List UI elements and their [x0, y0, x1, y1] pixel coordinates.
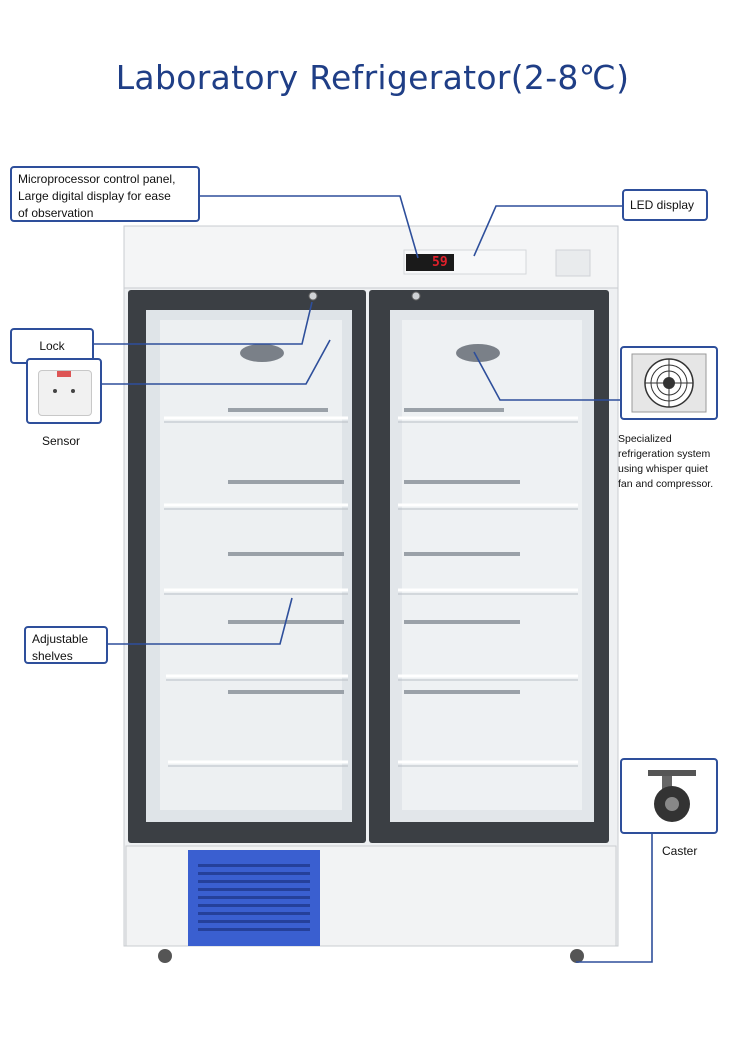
shelves-line: shelves: [32, 649, 73, 663]
lock-left: [308, 291, 318, 301]
fan-line: Specialized: [618, 433, 672, 445]
fan-thumbnail: [620, 346, 718, 420]
page-title: Laboratory Refrigerator(2-8℃): [115, 58, 630, 97]
led-display-callout: LED display: [622, 189, 708, 221]
fan-line: fan and compressor.: [618, 478, 714, 490]
led-screen: [406, 254, 454, 271]
fan-description: Specialized refrigeration system using w…: [618, 432, 742, 492]
led-reading: 59: [432, 255, 448, 270]
fan-icon: [631, 353, 707, 413]
callout-line: Microprocessor control panel,: [18, 172, 176, 186]
fan-line: using whisper quiet: [618, 463, 708, 475]
shelves-callout: Adjustable shelves: [24, 626, 108, 664]
caster-icon: [648, 770, 696, 822]
lock-right: [411, 291, 421, 301]
caster-label: Caster: [662, 844, 698, 858]
shelves-line: Adjustable: [32, 632, 89, 646]
lock-label: Lock: [39, 339, 65, 353]
sensor-thumbnail: [26, 358, 102, 424]
caster-thumbnail: [620, 758, 718, 834]
callout-line: Large digital display for ease: [18, 189, 171, 203]
fan-line: refrigeration system: [618, 448, 711, 460]
top-panel: [123, 225, 619, 289]
sensor-icon: [38, 370, 92, 416]
led-display-label: LED display: [630, 198, 695, 212]
shelves: [164, 416, 578, 764]
right-fan: [456, 344, 500, 362]
nameplate: [555, 249, 591, 277]
sensor-label: Sensor: [42, 434, 81, 448]
callout-line: of observation: [18, 206, 94, 220]
caster-right: [570, 949, 584, 963]
control-panel-callout: Microprocessor control panel, Large digi…: [10, 166, 200, 222]
left-fan: [240, 344, 284, 362]
caster-left: [158, 949, 172, 963]
